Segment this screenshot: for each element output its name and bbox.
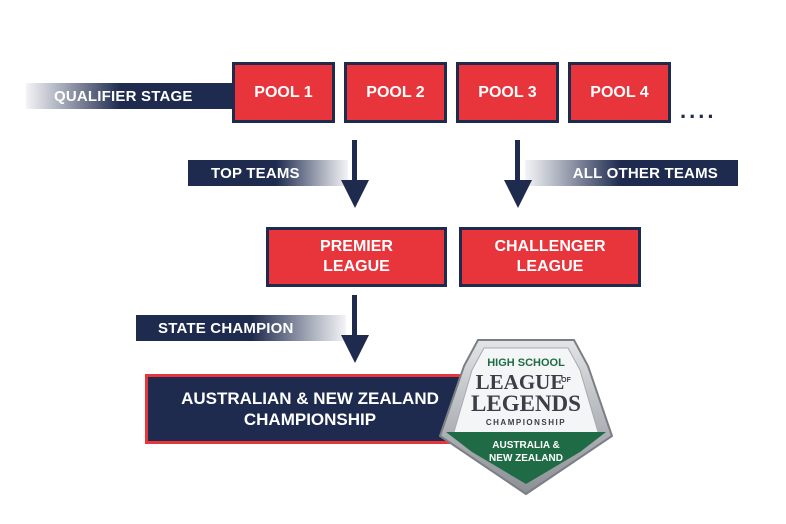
all-other-teams-text: ALL OTHER TEAMS: [572, 164, 718, 182]
logo-championship-text: CHAMPIONSHIP: [486, 418, 566, 427]
qualifier-stage-text: QUALIFIER STAGE: [54, 87, 193, 105]
pool-1-label: POOL 1: [254, 83, 313, 101]
logo-legends-text: LEGENDS: [471, 391, 581, 416]
championship-box: AUSTRALIAN & NEW ZEALAND CHAMPIONSHIP: [145, 374, 475, 444]
arrow-to-challenger: [504, 140, 532, 208]
pool-3-label: POOL 3: [478, 83, 537, 101]
pool-1-box: POOL 1: [232, 62, 335, 123]
premier-league-line2: LEAGUE: [323, 258, 390, 275]
arrow-to-championship: [341, 295, 369, 363]
logo-league-text: LEAGUE: [476, 370, 565, 394]
challenger-league-line1: CHALLENGER: [494, 238, 606, 255]
state-champion-label: STATE CHAMPION: [136, 315, 346, 341]
pool-4-box: POOL 4: [568, 62, 671, 123]
all-other-teams-label: ALL OTHER TEAMS: [525, 160, 738, 186]
top-teams-label: TOP TEAMS: [188, 160, 348, 186]
more-pools-ellipsis: ....: [680, 98, 717, 123]
logo-region-line1: AUSTRALIA &: [492, 440, 559, 451]
premier-league-line1: PREMIER: [320, 238, 393, 255]
logo-of-text: OF: [561, 377, 571, 384]
pool-2-label: POOL 2: [366, 83, 425, 101]
logo-high-school-text: HIGH SCHOOL: [487, 357, 565, 369]
challenger-league-box: CHALLENGER LEAGUE: [459, 227, 641, 287]
challenger-league-line2: LEAGUE: [516, 258, 584, 275]
high-school-lol-championship-logo: HIGH SCHOOL LEAGUE OF LEGENDS CHAMPIONSH…: [438, 339, 614, 496]
logo-region-line2: NEW ZEALAND: [489, 453, 563, 464]
state-champion-text: STATE CHAMPION: [158, 319, 294, 337]
pool-3-box: POOL 3: [456, 62, 559, 123]
championship-line2: CHAMPIONSHIP: [243, 410, 377, 429]
arrow-to-premier: [341, 140, 369, 208]
top-teams-text: TOP TEAMS: [211, 164, 300, 182]
pool-2-box: POOL 2: [344, 62, 447, 123]
qualifier-stage-label: QUALIFIER STAGE: [26, 83, 236, 109]
championship-line1: AUSTRALIAN & NEW ZEALAND: [181, 389, 439, 408]
pool-4-label: POOL 4: [590, 83, 649, 101]
premier-league-box: PREMIER LEAGUE: [266, 227, 447, 287]
